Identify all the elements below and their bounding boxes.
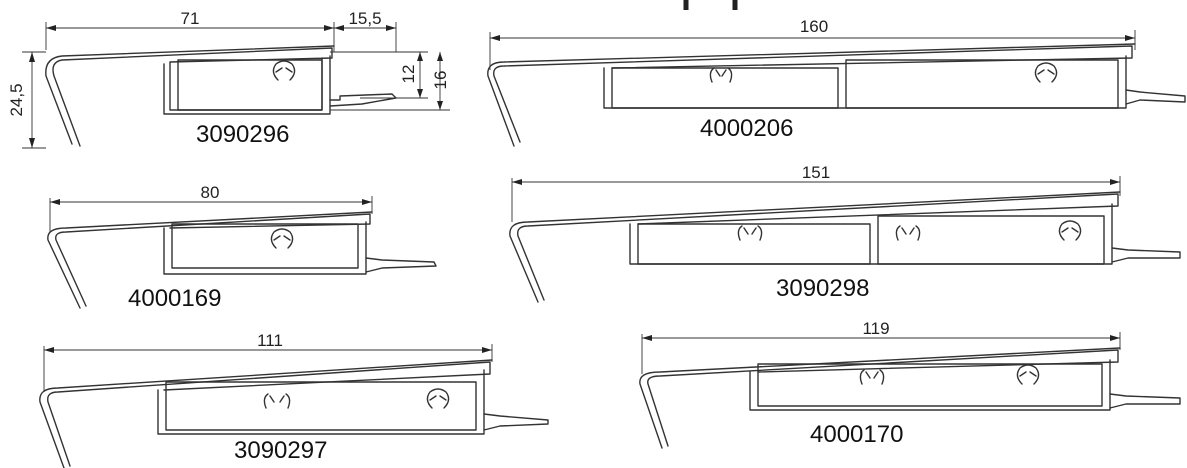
profile-4000170: 119 4000170 xyxy=(639,319,1181,449)
dimension-extra-width-label: 15,5 xyxy=(348,9,381,28)
dimension-length: 119 xyxy=(642,319,1120,341)
dimension-length: 80 xyxy=(50,183,372,205)
profile-4000206: 160 4000206 xyxy=(487,17,1186,147)
profile-code-label: 4000170 xyxy=(810,421,903,448)
profile-outline xyxy=(493,45,1133,143)
profile-outline xyxy=(647,349,1119,447)
clip-icon xyxy=(1058,220,1082,241)
clip-icon xyxy=(737,225,763,241)
dimension-length: 151 xyxy=(512,163,1120,185)
profile-3090298: 151 3090298 xyxy=(509,163,1181,303)
profile-code-label: 3090297 xyxy=(234,437,327,464)
dimension-outer-height-label: 16 xyxy=(431,71,450,90)
dimension-length-label: 160 xyxy=(800,17,828,36)
dimension-length: 71 xyxy=(46,9,334,31)
clip-icon xyxy=(859,369,885,385)
dimension-length: 111 xyxy=(44,331,492,353)
profile-outline xyxy=(47,361,491,467)
clip-icon xyxy=(1034,62,1058,83)
profile-code-label: 4000206 xyxy=(700,115,793,142)
profile-3090297: 111 3090297 xyxy=(39,331,549,468)
profile-outline xyxy=(55,213,371,307)
top-marks xyxy=(683,0,738,10)
profile-outline xyxy=(517,193,1119,301)
dimension-inner-height-label: 12 xyxy=(399,65,418,84)
profile-code-label: 3090296 xyxy=(196,121,289,148)
clip-icon xyxy=(270,228,294,249)
clip-icon xyxy=(263,393,291,409)
dimension-outer-height: 16 xyxy=(330,52,450,111)
profile-code-label: 4000169 xyxy=(128,285,221,312)
dimension-inner-height: 12 xyxy=(330,51,428,99)
dimension-extra-width: 15,5 xyxy=(334,9,396,31)
dimension-length-label: 80 xyxy=(201,183,220,202)
dimension-length-label: 151 xyxy=(802,163,830,182)
profile-code-label: 3090298 xyxy=(776,275,869,302)
dimension-height-label: 24,5 xyxy=(7,83,26,116)
profile-3090296: 71 15,5 24,5 12 xyxy=(7,9,450,149)
dimension-length: 160 xyxy=(490,17,1135,41)
dimension-length-label: 111 xyxy=(257,331,283,350)
profile-4000169: 80 4000169 xyxy=(47,183,437,312)
clip-icon xyxy=(1016,364,1040,385)
clip-icon xyxy=(426,388,450,409)
dimension-length-label: 71 xyxy=(181,9,200,28)
dimension-height: 24,5 xyxy=(7,51,46,149)
dimension-length-label: 119 xyxy=(862,319,889,338)
clip-icon xyxy=(272,60,296,81)
clip-icon xyxy=(895,225,921,241)
clip-icon xyxy=(709,67,733,83)
profile-outline xyxy=(52,47,333,147)
